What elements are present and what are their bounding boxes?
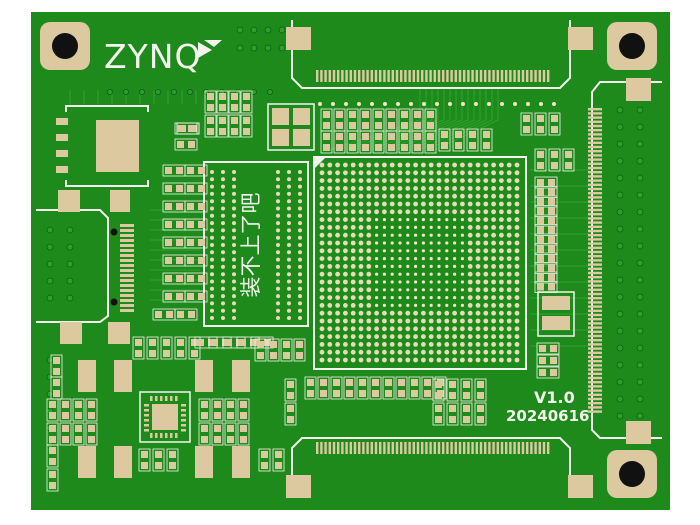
bga-ball-grid [319, 162, 520, 363]
right-connector-pins [588, 108, 602, 413]
zynq-logo-mark [198, 40, 222, 58]
qfn-ic-footprint [139, 391, 191, 443]
board-outline [31, 12, 670, 510]
via-field [46, 26, 644, 449]
mounting-hole-bottom-right [607, 450, 657, 498]
chinese-silkscreen-label: 装不上了吧 [239, 193, 263, 298]
mounting-hole-top-left [40, 22, 90, 70]
date-code-label: 20240616 [506, 407, 590, 425]
qfn-pins [144, 396, 186, 438]
inductor-footprint [267, 103, 315, 151]
left-board-connector [36, 190, 134, 344]
version-label: V1.0 [534, 388, 575, 407]
power-inductor-pads [78, 291, 575, 478]
top-connector-pins [316, 70, 550, 82]
bottom-connector-pins [316, 442, 550, 454]
bottom-board-connector [286, 437, 593, 498]
top-board-connector [286, 20, 593, 89]
passive-components [46, 90, 575, 492]
oscillator-footprint [56, 105, 149, 187]
left-connector-pins [110, 224, 134, 312]
soc-bga-footprint [313, 156, 527, 370]
zynq-logo: ZYNQ [104, 37, 201, 76]
right-board-connector [588, 78, 662, 444]
mounting-hole-top-right [607, 22, 657, 70]
ddr-ball-grid [210, 170, 302, 320]
